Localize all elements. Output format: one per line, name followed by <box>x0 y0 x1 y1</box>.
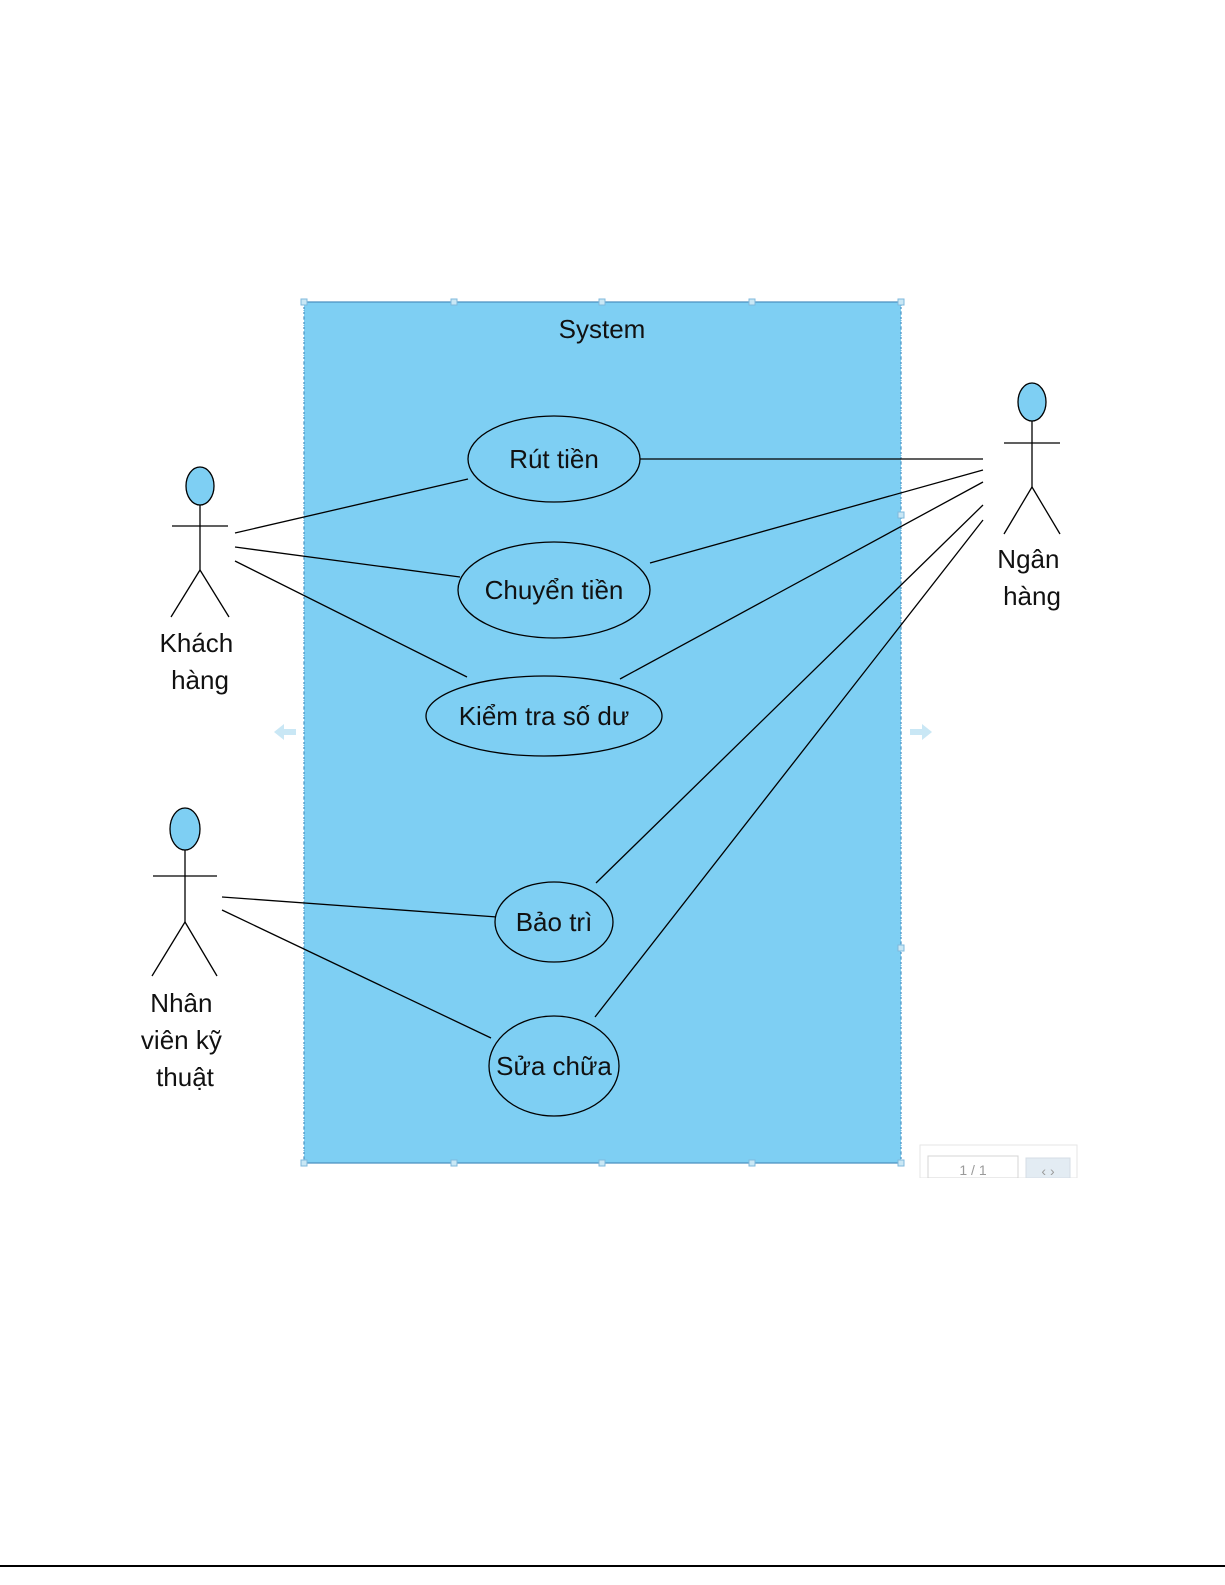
resize-handle[interactable] <box>451 299 457 305</box>
resize-handle[interactable] <box>599 1160 605 1166</box>
scroll-left-arrow-icon[interactable] <box>274 724 296 740</box>
resize-handle[interactable] <box>599 299 605 305</box>
page-number-text: 1 / 1 <box>959 1162 986 1178</box>
actor-nhan-vien-ky-thuat[interactable]: Nhân viên kỹ thuật <box>141 808 229 1092</box>
actor-label-line: viên kỹ <box>141 1025 222 1055</box>
page-nav-arrows-icon: ‹ › <box>1041 1163 1055 1179</box>
actor-left-leg <box>1004 487 1032 534</box>
actor-head-icon <box>186 467 214 505</box>
actor-label-line: hàng <box>1003 581 1061 611</box>
actor-left-leg <box>152 922 185 976</box>
actor-head-icon <box>1018 383 1046 421</box>
resize-handle[interactable] <box>749 1160 755 1166</box>
system-label: System <box>559 314 646 344</box>
resize-handle[interactable] <box>898 512 904 518</box>
actor-left-leg <box>171 570 200 617</box>
use-case-label: Kiểm tra số dư <box>459 701 630 731</box>
use-case-label: Chuyển tiền <box>485 575 624 605</box>
actor-label-line: thuật <box>156 1062 215 1092</box>
use-case-rut-tien[interactable]: Rút tiền <box>468 416 640 502</box>
actor-label-line: hàng <box>171 665 229 695</box>
resize-handle[interactable] <box>898 945 904 951</box>
resize-handle[interactable] <box>898 299 904 305</box>
actor-label: Ngân hàng <box>997 544 1066 611</box>
use-case-bao-tri[interactable]: Bảo trì <box>495 882 613 962</box>
actor-label: Nhân viên kỹ thuật <box>141 988 229 1092</box>
resize-handle[interactable] <box>451 1160 457 1166</box>
actor-label-line: Khách <box>160 628 234 658</box>
actor-right-leg <box>1032 487 1060 534</box>
use-case-chuyen-tien[interactable]: Chuyển tiền <box>458 542 650 638</box>
resize-handle[interactable] <box>301 1160 307 1166</box>
resize-handle[interactable] <box>898 1160 904 1166</box>
actor-head-icon <box>170 808 200 850</box>
pager-widget: 1 / 1 ‹ › <box>915 1145 1085 1198</box>
pager-clip <box>915 1178 1085 1198</box>
actor-ngan-hang[interactable]: Ngân hàng <box>997 383 1066 611</box>
actor-right-leg <box>185 922 217 976</box>
scroll-right-arrow-icon[interactable] <box>910 724 932 740</box>
actor-label: Khách hàng <box>160 628 241 695</box>
resize-handle[interactable] <box>749 299 755 305</box>
use-case-label: Rút tiền <box>509 444 599 474</box>
use-case-label: Sửa chữa <box>496 1051 612 1081</box>
actor-right-leg <box>200 570 229 617</box>
use-case-sua-chua[interactable]: Sửa chữa <box>489 1016 619 1116</box>
actor-khach-hang[interactable]: Khách hàng <box>160 467 241 695</box>
actor-label-line: Ngân <box>997 544 1059 574</box>
use-case-label: Bảo trì <box>516 907 593 937</box>
actor-label-line: Nhân <box>150 988 212 1018</box>
use-case-kiem-tra-so-du[interactable]: Kiểm tra số dư <box>426 676 662 756</box>
resize-handle[interactable] <box>301 299 307 305</box>
